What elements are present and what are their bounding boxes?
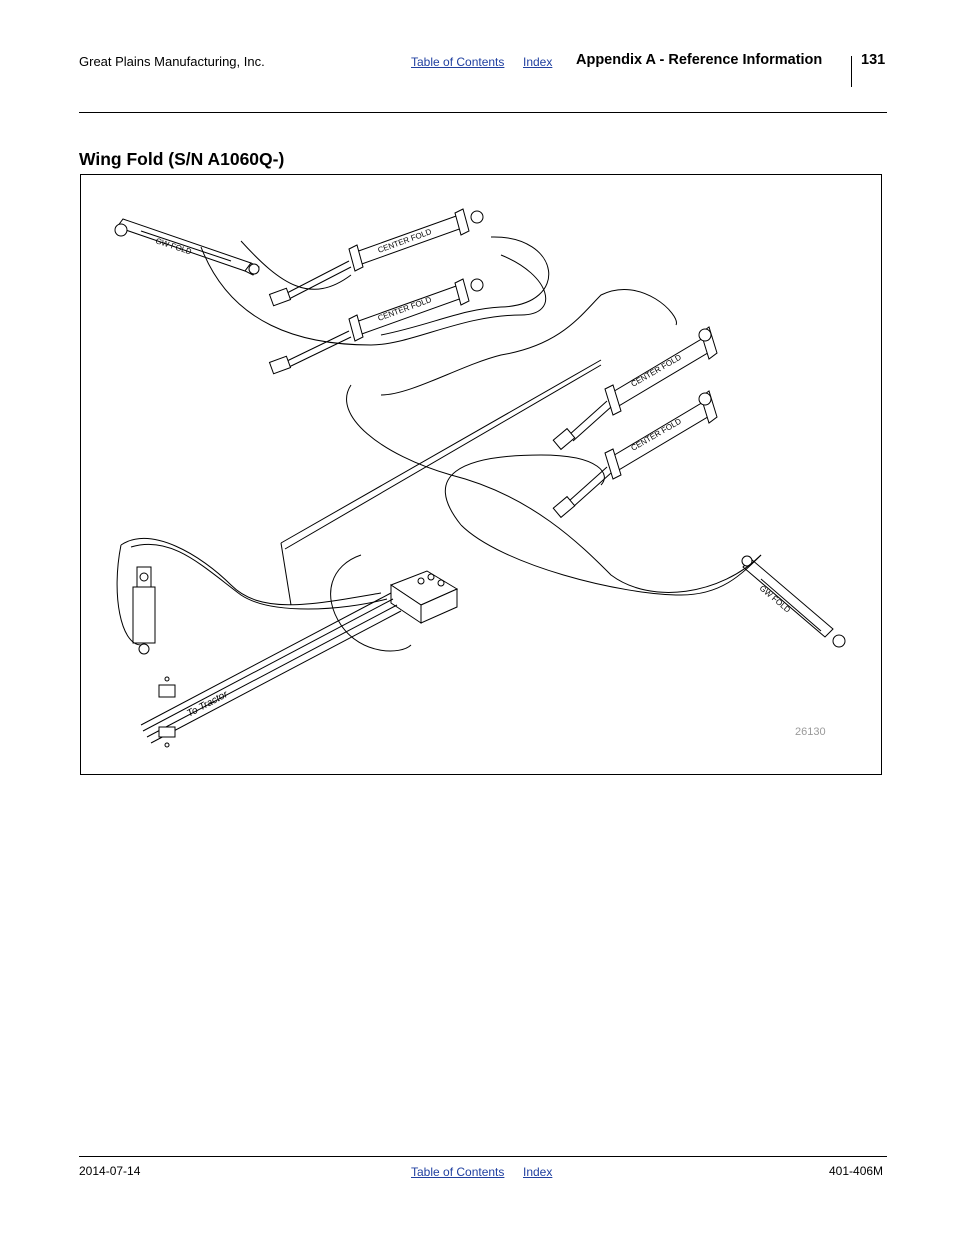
footer-toc-link[interactable]: Table of Contents xyxy=(411,1165,505,1179)
footer-index-link[interactable]: Index xyxy=(523,1165,553,1179)
gw-fold-cylinder-top-left: GW FOLD xyxy=(114,218,260,276)
company-name: Great Plains Manufacturing, Inc. xyxy=(79,54,265,69)
appendix-heading: Appendix A - Reference Information xyxy=(576,52,823,68)
footer-date: 2014-07-14 xyxy=(79,1164,141,1178)
tractor-hitch-bracket: To Tractor xyxy=(158,676,230,748)
header-rule xyxy=(79,112,887,113)
gw-fold-cylinder-lower-right: GW FOLD xyxy=(741,555,846,648)
header-divider xyxy=(851,56,852,87)
page-number: 131 xyxy=(861,52,886,68)
section-title: Wing Fold (S/N A1060Q-) xyxy=(79,149,285,169)
header-toc-link[interactable]: Table of Contents xyxy=(411,55,505,69)
header-index-link[interactable]: Index xyxy=(523,55,553,69)
hydraulic-diagram: GW FOLD CENTER FOLD CENTER FOLD xyxy=(114,208,846,748)
figure-number: 26130 xyxy=(795,726,826,738)
lift-cylinder-left xyxy=(132,566,156,655)
hydraulic-diagram-figure: GW FOLD CENTER FOLD CENTER FOLD xyxy=(80,174,882,775)
center-fold-cylinder-4: CENTER FOLD xyxy=(552,390,718,519)
footer-doc-number: 401-406M xyxy=(829,1164,884,1178)
center-fold-cylinder-3: CENTER FOLD xyxy=(552,326,718,451)
valve-block xyxy=(389,570,459,624)
hydraulic-hoses xyxy=(116,236,762,744)
footer-rule xyxy=(79,1156,887,1157)
